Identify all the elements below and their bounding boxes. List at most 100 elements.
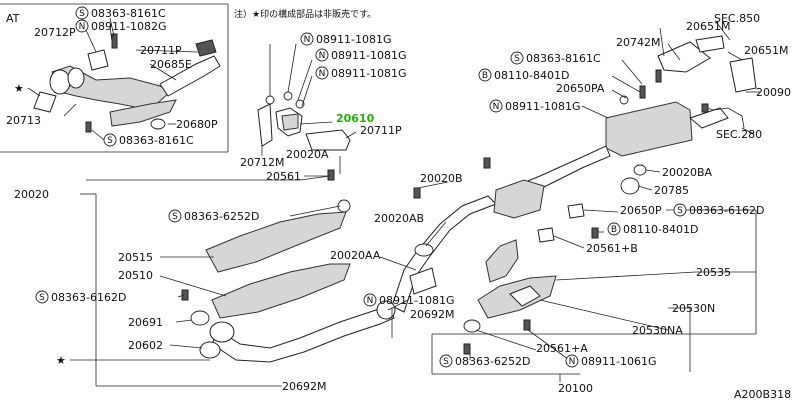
b-circle-icon [478,68,492,82]
label-08110-8401d-b: 08110-8401D [623,223,698,236]
at-label: AT [6,12,20,25]
rear-bracket-20650p [567,203,585,219]
at-bracket [87,49,109,71]
prefix-n: N [304,35,311,45]
label-20651m-b: 20651M [744,44,788,57]
label-20090: 20090 [756,86,791,99]
at-inset-frame [0,3,229,153]
at-front-pipe [159,39,221,97]
label-08911-1081g-b: 08911-1081G [331,49,406,62]
label-20711p-b: 20711P [360,124,402,137]
oxygen-sensor-sec280 [701,103,745,129]
label-20020: 20020 [14,188,49,201]
clamp-bolt-a [483,157,491,169]
s-circle-icon [510,51,524,65]
label-20692m-b: 20692M [410,308,454,321]
label-20610: 20610 [336,112,375,125]
non-sale-star: ★ [14,82,24,95]
sub-muffler [493,179,545,219]
label-20020b: 20020B [420,172,463,185]
prefix-n: N [319,69,326,79]
rear-heat-shield-upper [485,239,519,283]
front-bolt-6162d [181,289,189,301]
at-heat-shield [109,99,177,127]
front-heat-shield-lower [211,263,351,319]
center-exhaust-tube [376,195,497,320]
prefix-s: S [172,212,178,222]
front-mount-20561 [327,169,351,213]
manifold-bracket [257,103,303,147]
label-20712m: 20712M [240,156,284,169]
label-08110-8401d-a: 08110-8401D [494,69,569,82]
label-20711p-a: 20711P [140,44,182,57]
n-circle-icon [565,354,579,368]
rear-mount-20785 [620,177,640,195]
front-exhaust-tube [199,305,395,363]
label-08911-1081g-d: 08911-1081G [379,294,454,307]
upper-nut-c [265,95,275,105]
at-exhaust-manifold [33,65,171,113]
sec-850: SEC.850 [714,12,760,25]
rear-mount-20561b [537,227,555,243]
prefix-n: N [569,357,576,367]
n-circle-icon [75,19,89,33]
prefix-b: B [482,71,488,81]
s-circle-icon [75,6,89,20]
rear-bolt-6252d [463,343,471,355]
label-08911-1081g-e: 08911-1081G [505,100,580,113]
label-08363-6162d-a: 08363-6162D [51,291,126,304]
rear-bolt-8401d [591,227,599,239]
rear-bolt-1061g [523,319,531,331]
prefix-s: S [443,357,449,367]
n-circle-icon [300,32,314,46]
b-circle-icon [607,222,621,236]
label-08363-8161c-c: 08363-8161C [526,52,601,65]
label-20020a: 20020A [286,148,329,161]
rear-rubber-20020ba [633,164,647,176]
prefix-n: N [319,51,326,61]
s-circle-icon [168,209,182,223]
label-20742m: 20742M [616,36,660,49]
prefix-s: S [677,206,683,216]
label-20785: 20785 [654,184,689,197]
label-20680p: 20680P [176,118,218,131]
diagram-code: A200B318 [734,388,791,400]
s-circle-icon [439,354,453,368]
label-08363-8161c-b: 08363-8161C [119,134,194,147]
prefix-n: N [493,102,500,112]
sec-280: SEC.280 [716,128,762,141]
label-20602: 20602 [128,339,163,352]
at-gasket-ring [150,118,166,130]
label-20535: 20535 [696,266,731,279]
label-20692m-a: 20692M [282,380,326,393]
label-20561-a: 20561 [266,170,301,183]
label-08363-6252d-b: 08363-6252D [455,355,530,368]
label-20530n: 20530N [672,302,715,315]
label-20713: 20713 [6,114,41,127]
label-08363-6252d-a: 08363-6252D [184,210,259,223]
prefix-s: S [39,293,45,303]
label-20650pa: 20650PA [556,82,605,95]
rear-clamp-ring [463,319,481,333]
label-08363-8161c-a: 08363-8161C [91,7,166,20]
label-20020aa: 20020AA [330,249,381,262]
label-20561-b: 20561+B [586,242,638,255]
label-20712p: 20712P [34,26,76,39]
connector-bracket-20711p [305,129,351,151]
label-08911-1082g: 08911-1082G [91,20,166,33]
n-circle-icon [315,48,329,62]
upper-nut-a [283,91,293,101]
s-circle-icon [35,290,49,304]
label-20561-c: 20561+A [536,342,588,355]
prefix-b: B [611,225,617,235]
label-08911-1061g: 08911-1061G [581,355,656,368]
prefix-n: N [367,296,374,306]
rear-heat-shield-side [509,285,541,307]
label-20685e: 20685E [150,58,192,71]
prefix-s: S [107,136,113,146]
center-nut-20020b [413,187,421,199]
label-20651m-a: 20651M [686,20,730,33]
non-sale-star: ★ [56,354,66,367]
label-20530na: 20530NA [632,324,683,337]
